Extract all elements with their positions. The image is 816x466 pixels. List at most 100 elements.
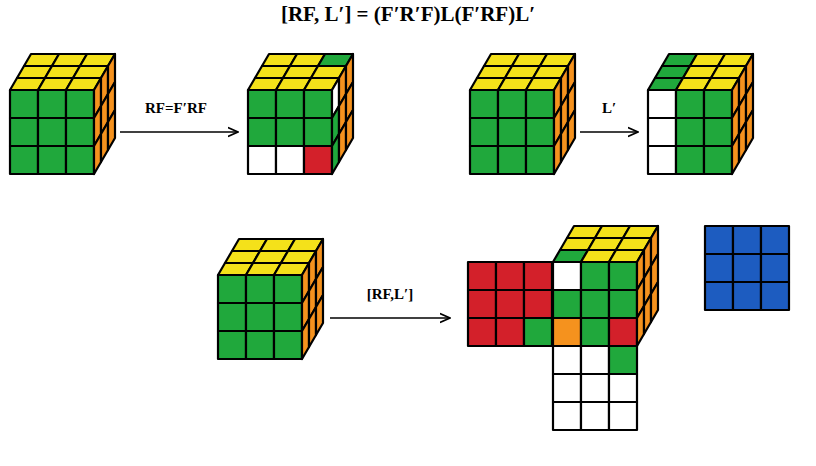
cube <box>553 226 658 346</box>
front-facelet <box>218 303 246 331</box>
move-arrow <box>120 131 238 132</box>
facelet <box>733 226 761 254</box>
facelet <box>581 402 609 430</box>
front-facelet <box>704 90 732 118</box>
front-facelet <box>470 90 498 118</box>
front-facelet <box>526 118 554 146</box>
right-facelet <box>316 295 323 335</box>
front-facelet <box>66 146 94 174</box>
front-facelet <box>38 90 66 118</box>
front-facelet <box>704 118 732 146</box>
move-label: RF=F′RF <box>145 100 207 117</box>
facelet <box>524 318 552 346</box>
facelet <box>581 374 609 402</box>
front-facelet <box>304 118 332 146</box>
facelet <box>496 290 524 318</box>
front-facelet <box>581 262 609 290</box>
facelet <box>705 226 733 254</box>
facelet <box>553 402 581 430</box>
front-facelet <box>704 146 732 174</box>
facelet <box>733 282 761 310</box>
move-label: L′ <box>602 100 616 117</box>
front-facelet <box>218 331 246 359</box>
front-facelet <box>553 290 581 318</box>
back-face <box>705 226 789 310</box>
front-facelet <box>648 146 676 174</box>
front-facelet <box>276 118 304 146</box>
front-facelet <box>246 275 274 303</box>
front-facelet <box>609 318 637 346</box>
facelet <box>524 262 552 290</box>
front-facelet <box>246 331 274 359</box>
move-arrow <box>330 317 450 318</box>
move-label: [RF,L′] <box>367 286 414 303</box>
front-facelet <box>304 90 332 118</box>
right-facelet <box>346 110 353 150</box>
right-facelet <box>746 110 753 150</box>
facelet <box>468 290 496 318</box>
front-facelet <box>276 146 304 174</box>
bottom-face <box>553 346 637 430</box>
facelet <box>761 226 789 254</box>
front-facelet <box>609 290 637 318</box>
front-facelet <box>66 90 94 118</box>
front-facelet <box>38 146 66 174</box>
formula-title: [RF, L′] = (F′R′F)L(F′RF)L′ <box>281 2 535 27</box>
front-facelet <box>66 118 94 146</box>
facelet <box>733 254 761 282</box>
front-facelet <box>581 318 609 346</box>
facelet <box>761 254 789 282</box>
front-facelet <box>218 275 246 303</box>
left-face <box>468 262 552 346</box>
front-facelet <box>248 118 276 146</box>
front-facelet <box>648 118 676 146</box>
front-facelet <box>246 303 274 331</box>
cube <box>248 54 353 174</box>
facelet <box>553 374 581 402</box>
front-facelet <box>498 146 526 174</box>
front-facelet <box>274 331 302 359</box>
front-facelet <box>248 90 276 118</box>
front-facelet <box>553 318 581 346</box>
cube <box>648 54 753 174</box>
right-facelet <box>108 110 115 150</box>
front-facelet <box>553 262 581 290</box>
cube <box>218 239 323 359</box>
front-facelet <box>274 303 302 331</box>
front-facelet <box>676 146 704 174</box>
front-facelet <box>304 146 332 174</box>
front-facelet <box>498 118 526 146</box>
front-facelet <box>498 90 526 118</box>
facelet <box>609 346 637 374</box>
facelet <box>705 282 733 310</box>
front-facelet <box>10 90 38 118</box>
front-facelet <box>648 90 676 118</box>
right-facelet <box>651 282 658 322</box>
front-facelet <box>581 290 609 318</box>
front-facelet <box>248 146 276 174</box>
front-facelet <box>609 262 637 290</box>
facelet <box>553 346 581 374</box>
facelet <box>468 318 496 346</box>
facelet <box>468 262 496 290</box>
move-arrow <box>580 131 638 132</box>
front-facelet <box>470 146 498 174</box>
facelet <box>609 374 637 402</box>
front-facelet <box>470 118 498 146</box>
front-facelet <box>676 90 704 118</box>
front-facelet <box>676 118 704 146</box>
right-facelet <box>568 110 575 150</box>
front-facelet <box>526 90 554 118</box>
front-facelet <box>10 118 38 146</box>
front-facelet <box>38 118 66 146</box>
front-facelet <box>526 146 554 174</box>
facelet <box>524 290 552 318</box>
facelet <box>581 346 609 374</box>
facelet <box>705 254 733 282</box>
front-facelet <box>274 275 302 303</box>
facelet <box>496 318 524 346</box>
cube <box>470 54 575 174</box>
facelet <box>609 402 637 430</box>
cube <box>10 54 115 174</box>
